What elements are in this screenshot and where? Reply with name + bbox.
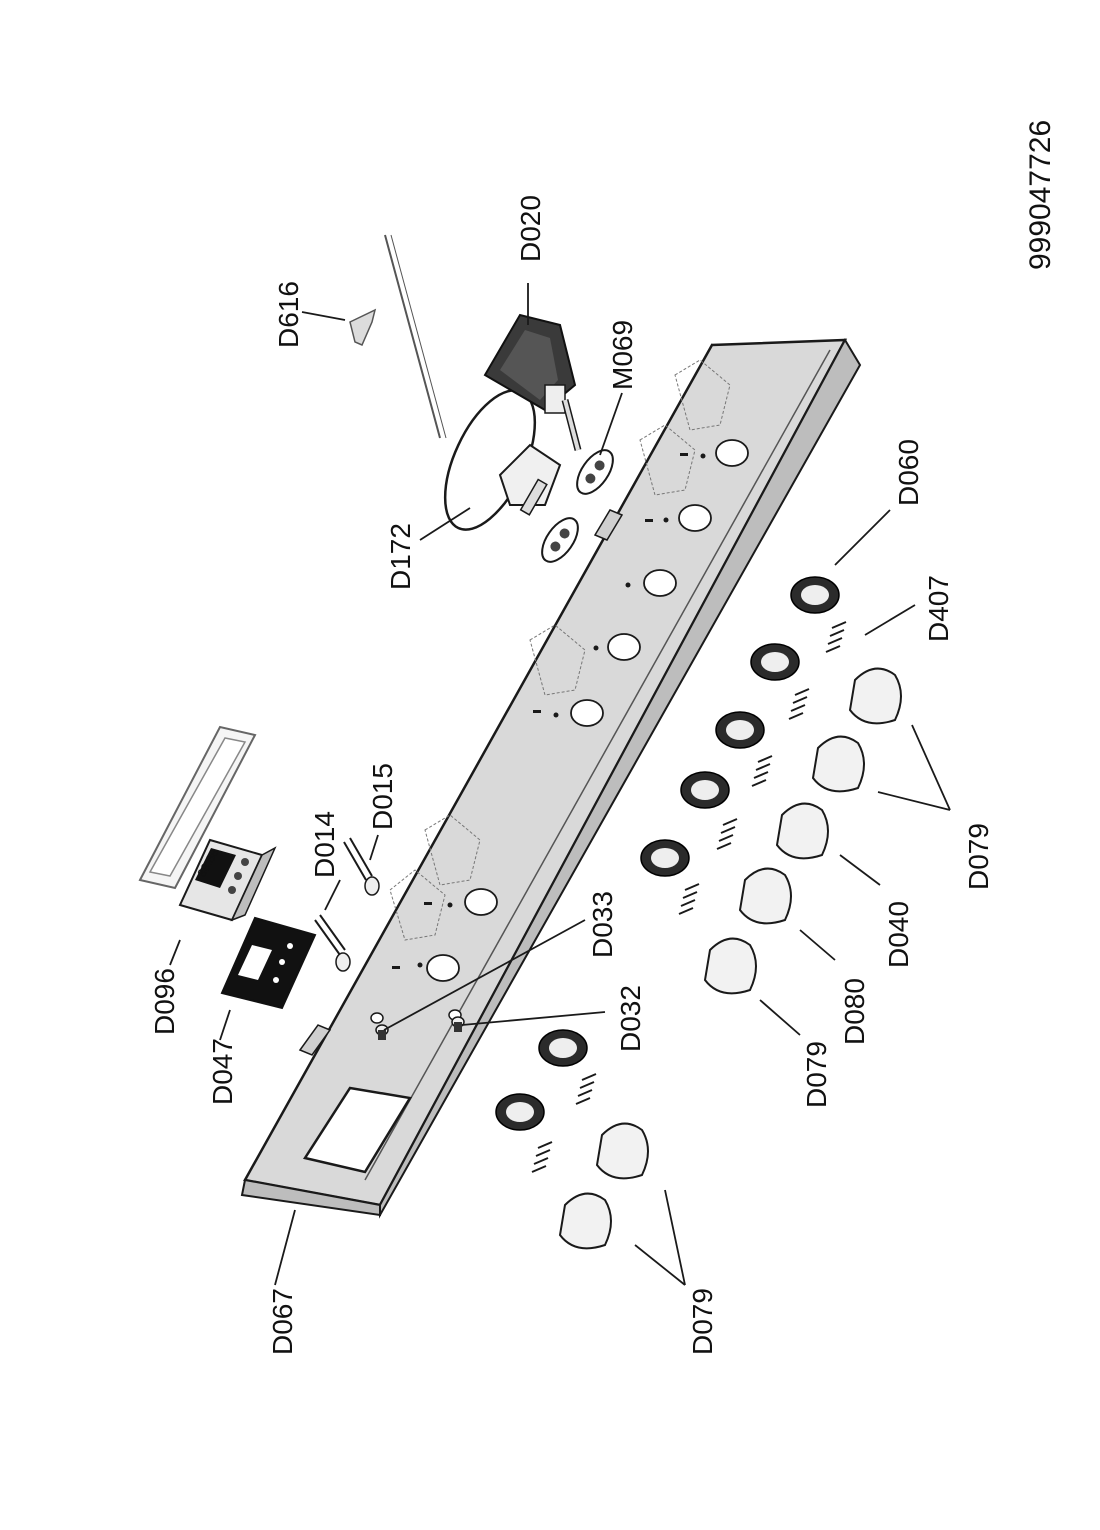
label-d616: D616 [273, 281, 304, 348]
symbol-dot [663, 517, 669, 523]
knob [848, 667, 902, 725]
knobs [558, 667, 902, 1250]
timer-fascia-overlay [220, 916, 317, 1010]
label-d172: D172 [385, 523, 416, 590]
display-cutout [302, 1086, 413, 1174]
control-holes [426, 439, 749, 982]
control-panel [240, 337, 862, 1219]
bezel [495, 1093, 545, 1131]
knob [558, 1192, 612, 1250]
spring [788, 688, 810, 720]
lamp-holes [370, 1009, 462, 1024]
bezel [538, 1029, 588, 1067]
gaskets-m069 [541, 449, 614, 563]
panel-edge [379, 337, 862, 1219]
symbol-dot [625, 582, 631, 588]
panel-fold-line [364, 349, 831, 1181]
burner-symbol [424, 902, 432, 905]
label-d067: D067 [267, 1288, 298, 1355]
bezel [750, 643, 800, 681]
thermostat-d172 [384, 234, 562, 531]
panel-symbols [392, 453, 706, 969]
springs [531, 621, 847, 1173]
panel-tab-left [298, 1024, 332, 1056]
label-d096: D096 [149, 968, 180, 1035]
valve-ghost [389, 869, 446, 941]
knob [703, 937, 757, 995]
label-d032: D032 [615, 985, 646, 1052]
spring [575, 1073, 597, 1105]
symbol-dot [700, 453, 706, 459]
spring [531, 1141, 553, 1173]
burner-symbol [645, 519, 653, 522]
panel-tab-right [593, 509, 624, 541]
symbol-dot [447, 902, 453, 908]
knob [775, 802, 829, 860]
label-d040: D040 [883, 901, 914, 968]
label-d015: D015 [367, 763, 398, 830]
label-d060: D060 [893, 439, 924, 506]
hole-6 [678, 504, 712, 532]
label-d014: D014 [309, 811, 340, 878]
neon-lamp-d014 [314, 914, 351, 972]
callout-labels: D067 D079 D047 D096 D014 D015 D033 D032 … [149, 120, 1057, 1355]
label-d079-left: D079 [687, 1288, 718, 1355]
bezel [640, 839, 690, 877]
document-number: 999047726 [1024, 120, 1057, 270]
gasket [576, 449, 614, 495]
hole-1 [426, 954, 460, 982]
spring [825, 621, 847, 653]
bezel [680, 771, 730, 809]
label-m069: M069 [607, 320, 638, 390]
label-d080: D080 [839, 978, 870, 1045]
hole-2 [464, 888, 498, 916]
lamp-d032 [451, 1016, 465, 1032]
label-d047: D047 [207, 1038, 238, 1105]
lamp-hole-1 [370, 1012, 384, 1024]
valve-ghosts [389, 359, 731, 941]
burner-symbol [680, 453, 688, 456]
label-d020: D020 [515, 195, 546, 262]
label-d407: D407 [923, 575, 954, 642]
hole-3 [570, 699, 604, 727]
knob [738, 867, 792, 925]
burner-symbol [392, 966, 400, 969]
neon-lamp-d015 [343, 837, 380, 896]
bezel [790, 576, 840, 614]
indicator-lamps [375, 1016, 465, 1040]
selector-switch-d020 [483, 313, 582, 451]
spring [751, 755, 773, 787]
knob [811, 735, 865, 793]
clip-d616 [349, 308, 377, 346]
symbol-dot [417, 962, 423, 968]
hole-4 [607, 633, 641, 661]
gasket [541, 517, 579, 563]
symbol-dot [553, 712, 559, 718]
lamp-d033 [375, 1024, 389, 1040]
burner-symbol [533, 710, 541, 713]
hole-7 [715, 439, 749, 467]
leader-lines [169, 283, 951, 1286]
bezel [715, 711, 765, 749]
label-d033: D033 [587, 891, 618, 958]
label-d079-mid: D079 [801, 1041, 832, 1108]
label-d079-right: D079 [963, 823, 994, 890]
bezels [495, 576, 840, 1131]
spring [716, 818, 738, 850]
hole-5 [643, 569, 677, 597]
symbol-dot [593, 645, 599, 651]
knob [595, 1122, 649, 1180]
spring [678, 883, 700, 915]
timer-module: 88:88 [138, 725, 277, 922]
